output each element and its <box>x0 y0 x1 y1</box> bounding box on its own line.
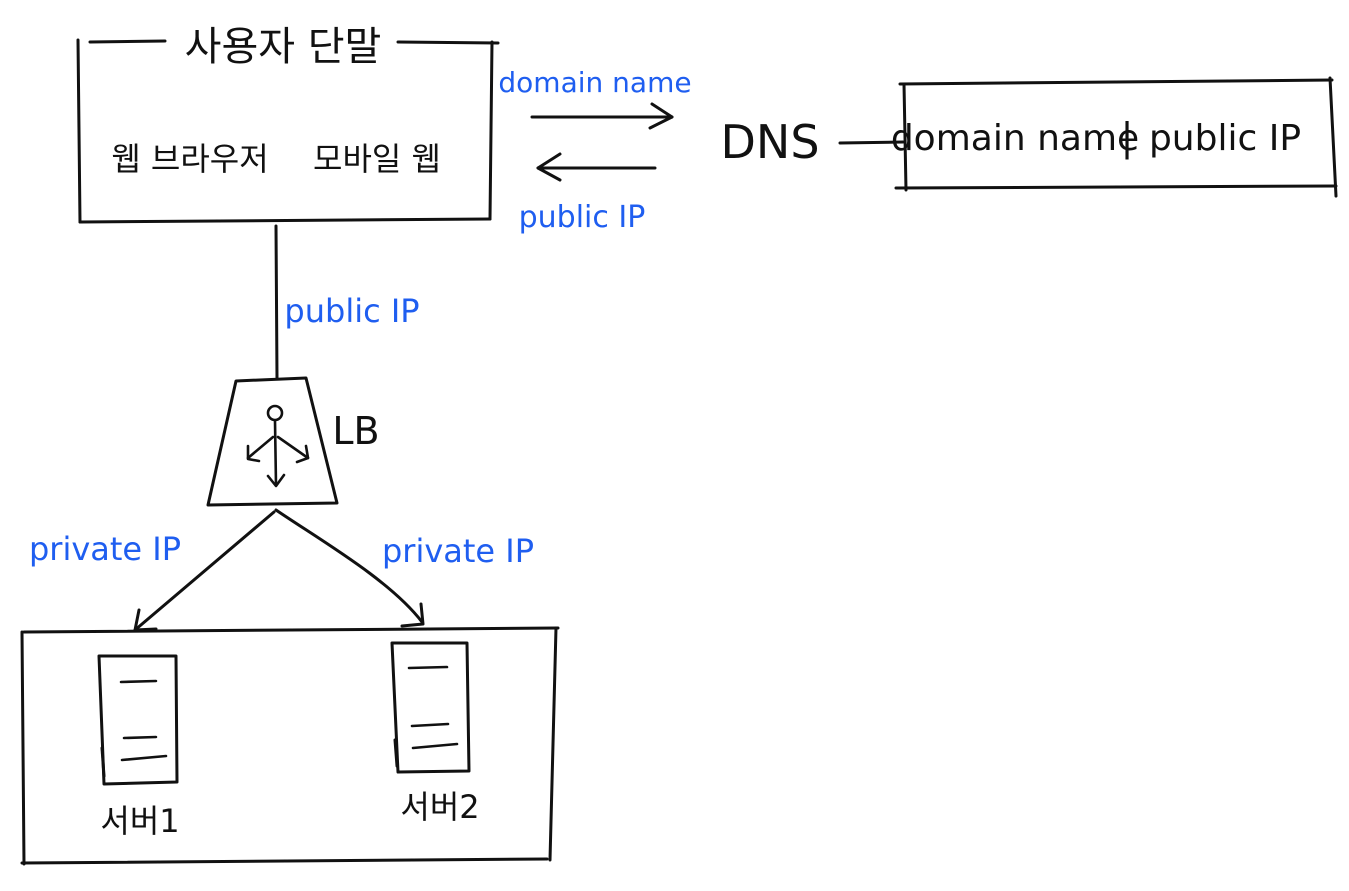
web-browser-label: 웹 브라우저 <box>111 140 268 178</box>
dns-server: DNS <box>720 115 905 169</box>
server-1: 서버1 <box>97 654 180 840</box>
client-device-box: 사용자 단말 웹 브라우저 모바일 웹 <box>76 24 500 224</box>
dns-response-label: public IP <box>519 200 646 235</box>
dns-request-arrow: domain name <box>498 66 692 130</box>
client-to-lb-link: public IP <box>274 224 420 380</box>
dns-label: DNS <box>720 115 819 169</box>
lb-label: LB <box>332 409 379 453</box>
lb-to-server1-label: private IP <box>29 530 181 568</box>
server-2-label: 서버2 <box>400 788 479 826</box>
dns-record-ip: public IP <box>1149 118 1301 159</box>
lb-to-server1-arrow: private IP <box>29 510 276 632</box>
person-with-arrows-icon <box>246 404 310 488</box>
client-to-lb-label: public IP <box>284 292 419 330</box>
server-icon <box>390 641 471 774</box>
server-1-label: 서버1 <box>100 802 179 840</box>
dns-record-box: domain name | public IP <box>891 76 1338 198</box>
server-group-box <box>20 626 560 866</box>
mobile-web-label: 모바일 웹 <box>313 140 441 178</box>
lb-to-server2-label: private IP <box>382 532 534 570</box>
load-balancer: LB <box>206 376 380 507</box>
dns-request-label: domain name <box>498 66 691 99</box>
dns-record-separator: | <box>1121 115 1134 160</box>
dns-record-name: domain name <box>891 118 1139 159</box>
server-2: 서버2 <box>390 641 480 826</box>
client-title: 사용자 단말 <box>185 24 382 70</box>
server-icon <box>97 654 179 786</box>
dns-response-arrow: public IP <box>519 152 657 235</box>
lb-to-server2-arrow: private IP <box>274 508 534 628</box>
